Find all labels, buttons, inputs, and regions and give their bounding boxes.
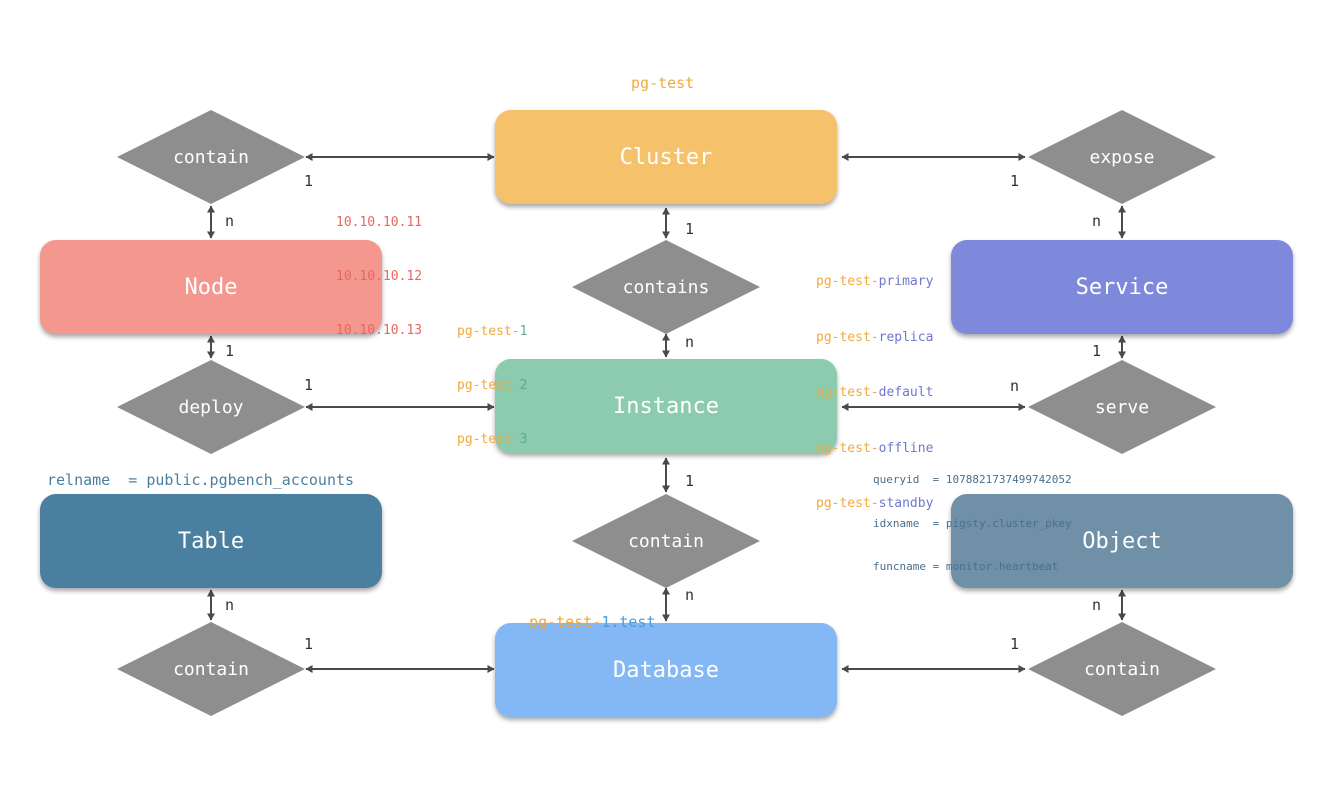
- entity-database[interactable]: Database: [495, 623, 837, 717]
- entity-instance[interactable]: Instance: [495, 359, 837, 453]
- cluster-name-annotation: pg-test: [631, 74, 695, 92]
- database-name-annotation: pg-test-1.test: [529, 613, 656, 631]
- relationship-label: deploy: [178, 396, 244, 418]
- relationship-service-instance[interactable]: serve: [1028, 360, 1216, 454]
- cardinality-label: 1: [225, 342, 235, 360]
- table-relname-annotation: relname = public.pgbench_accounts: [47, 471, 355, 489]
- cardinality-label: n: [1010, 377, 1020, 395]
- cardinality-label: n: [1092, 596, 1102, 614]
- relationship-node-cluster[interactable]: contain: [117, 110, 305, 204]
- cardinality-label: 1: [304, 172, 314, 190]
- object-attribute: idxname = pigsty.cluster_pkey: [873, 516, 1072, 530]
- entity-service-label: Service: [1075, 274, 1169, 300]
- relationship-node-instance[interactable]: deploy: [117, 360, 305, 454]
- relationship-cluster-service[interactable]: expose: [1028, 110, 1216, 204]
- diamond-shape: [117, 110, 305, 204]
- relationship-cluster-instance[interactable]: contains: [572, 240, 760, 334]
- instance-name: pg-test-1: [457, 324, 528, 339]
- object-attribute: funcname = monitor.heartbeat: [873, 560, 1059, 573]
- instance-name-list: pg-test-1 pg-test-2 pg-test-3: [457, 287, 527, 467]
- diamond-shape: [1028, 622, 1216, 716]
- relationship-label: expose: [1089, 146, 1155, 168]
- service-name: pg-test-standby: [816, 496, 934, 511]
- node-ip: 10.10.10.11: [336, 215, 423, 230]
- relationship-label: contain: [173, 658, 249, 680]
- cardinality-label: n: [225, 212, 235, 230]
- node-ip: 10.10.10.12: [336, 269, 423, 284]
- instance-name: pg-test-2: [457, 378, 528, 393]
- service-name: pg-test-primary: [816, 274, 934, 289]
- cardinality-label: 1: [1092, 342, 1102, 360]
- service-name: pg-test-replica: [816, 329, 934, 345]
- relationship-label: contain: [1084, 658, 1160, 680]
- relationship-table-database[interactable]: contain: [117, 622, 305, 716]
- entity-cluster[interactable]: Cluster: [495, 110, 837, 204]
- relationship-object-database[interactable]: contain: [1028, 622, 1216, 716]
- relationship-label: contain: [628, 530, 704, 552]
- diamond-shape: [1028, 110, 1216, 204]
- cardinality-label: n: [685, 586, 695, 604]
- cardinality-label: 1: [1010, 635, 1020, 653]
- service-name-list: pg-test-primary pg-test-replica pg-test-…: [816, 236, 933, 532]
- entity-table-label: Table: [177, 528, 245, 554]
- node-ip: 10.10.10.13: [336, 323, 423, 338]
- cardinality-label: 1: [304, 376, 314, 394]
- cardinality-label: 1: [685, 472, 695, 490]
- diamond-shape: [117, 622, 305, 716]
- relationship-instance-database[interactable]: contain: [572, 494, 760, 588]
- diamond-shape: [572, 494, 760, 588]
- entity-table[interactable]: Table: [40, 494, 382, 588]
- relationship-label: contain: [173, 146, 249, 168]
- entity-cluster-label: Cluster: [619, 144, 713, 170]
- service-name: pg-test-default: [816, 385, 934, 400]
- cardinality-label: n: [1092, 212, 1102, 230]
- entity-node-label: Node: [184, 274, 238, 300]
- service-name: pg-test-offline: [816, 440, 934, 456]
- object-attribute-list: queryid = 1078821737499742052 idxname = …: [873, 444, 1072, 589]
- diamond-shape: [572, 240, 760, 334]
- entity-instance-label: Instance: [613, 393, 719, 419]
- entity-node[interactable]: Node: [40, 240, 382, 334]
- node-ip-list: 10.10.10.11 10.10.10.12 10.10.10.13: [336, 178, 422, 358]
- entity-object[interactable]: Object: [951, 494, 1293, 588]
- cardinality-label: 1: [685, 220, 695, 238]
- cardinality-label: 1: [1010, 172, 1020, 190]
- object-attribute: queryid = 1078821737499742052: [873, 473, 1072, 486]
- instance-name: pg-test-3: [457, 432, 528, 447]
- diamond-shape: [117, 360, 305, 454]
- cardinality-label: n: [225, 596, 235, 614]
- diamond-shape: [1028, 360, 1216, 454]
- entity-service[interactable]: Service: [951, 240, 1293, 334]
- cardinality-label: n: [685, 333, 695, 351]
- cardinality-label: 1: [304, 635, 314, 653]
- entity-database-label: Database: [613, 657, 719, 683]
- relationship-label: serve: [1094, 396, 1150, 418]
- entity-object-label: Object: [1082, 528, 1162, 554]
- relationship-label: contains: [622, 276, 710, 298]
